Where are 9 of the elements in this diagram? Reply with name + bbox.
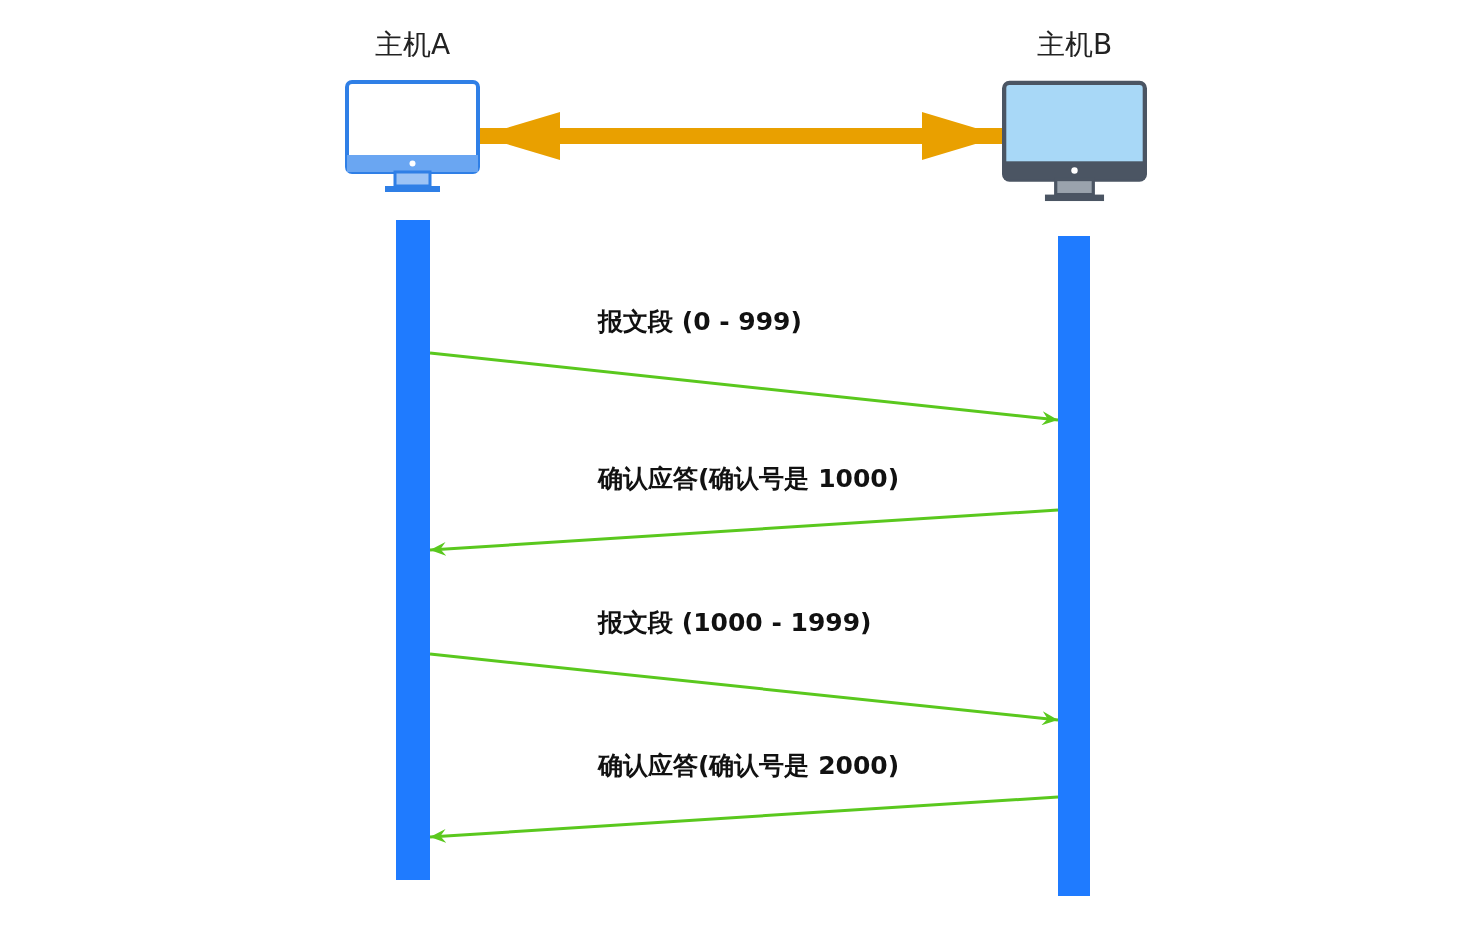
double-arrow (480, 112, 1002, 160)
arrow (429, 351, 1059, 426)
arrow (429, 795, 1059, 843)
lifeline-bar (1058, 236, 1090, 896)
host-label: 主机B (1035, 27, 1114, 63)
arrow (429, 652, 1059, 726)
host-label: 主机A (373, 27, 452, 63)
lifeline-bar (396, 220, 430, 880)
arrow (429, 508, 1059, 556)
